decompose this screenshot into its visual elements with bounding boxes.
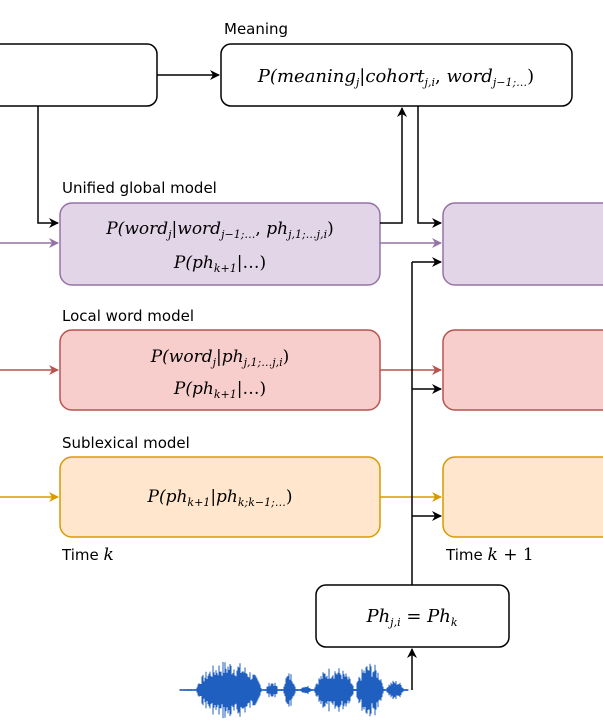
- sublexical-next-box: [442, 456, 603, 538]
- phoneme-equation: Phj,i = Phk: [365, 606, 457, 629]
- unified-equation-2: P(phk+1|…): [173, 253, 266, 275]
- local-equation-1: P(wordj|phj,1;…j,i): [150, 347, 290, 369]
- sublexical-equation: P(phk+1|phk;k−1;…): [147, 487, 293, 509]
- meaning-equation: P(meaningj|cohortj,i, wordj−1;…): [257, 66, 534, 89]
- sublexical-label: Sublexical model: [62, 434, 190, 452]
- meaning-label: Meaning: [224, 20, 288, 38]
- local-equation-2: P(phk+1|…): [173, 379, 266, 401]
- arrow-meaning-to-unified-next: [417, 106, 442, 228]
- arrow-previous-to-unified: [37, 106, 59, 228]
- time-k-label: Time k: [61, 545, 114, 565]
- previous-box: [0, 43, 158, 107]
- local-next-box: [442, 329, 603, 411]
- unified-box: [59, 202, 381, 286]
- time-k1-label: Time k + 1: [445, 545, 534, 565]
- unified-next-box: [442, 202, 603, 286]
- arrow-unified-to-meaning: [380, 107, 407, 224]
- local-label: Local word model: [62, 307, 194, 325]
- unified-equation-1: P(wordj|wordj−1;…, phj,1;…j,i): [105, 219, 334, 241]
- unified-label: Unified global model: [62, 179, 217, 197]
- audio-waveform-icon: [179, 661, 409, 719]
- meaning-box: [220, 43, 573, 107]
